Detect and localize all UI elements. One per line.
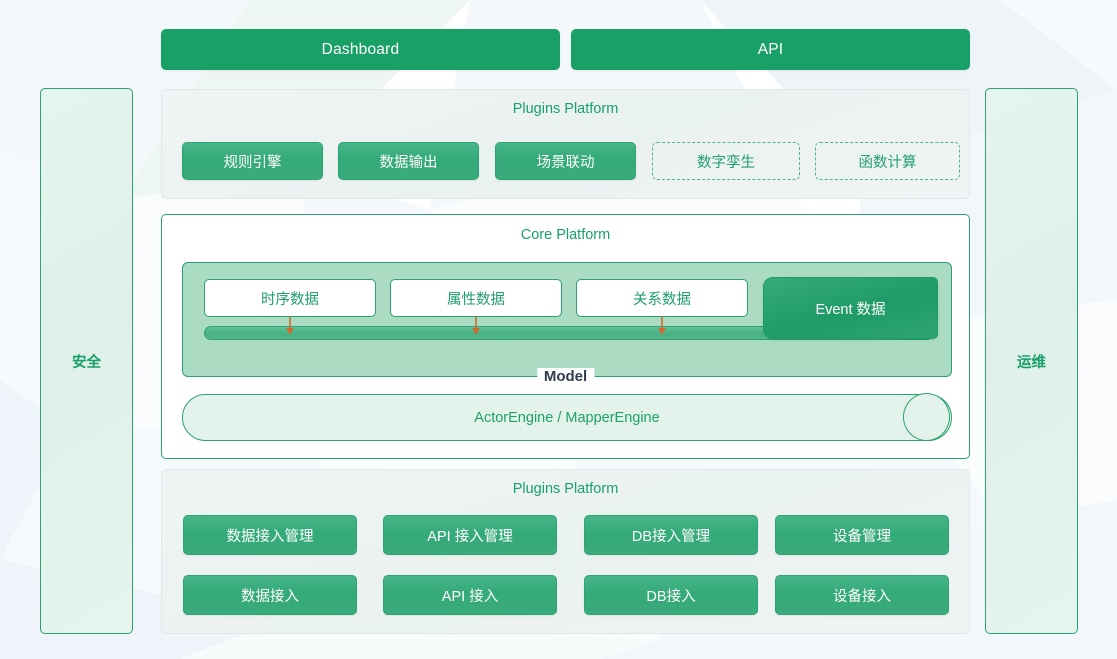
chip-function-compute[interactable]: 函数计算 [815, 142, 960, 180]
core-platform-title: Core Platform [520, 227, 611, 243]
operations-pillar-label: 运维 [1017, 354, 1046, 371]
chip-device-management[interactable]: 设备管理 [775, 515, 949, 555]
chip-db-access-management[interactable]: DB接入管理 [584, 515, 758, 555]
chip-digital-twin[interactable]: 数字孪生 [652, 142, 800, 180]
chip-rule-engine[interactable]: 规则引擎 [182, 142, 323, 180]
data-box-relation[interactable]: 关系数据 [576, 279, 748, 317]
plugins-platform-bottom-panel: Plugins Platform 数据接入管理 API 接入管理 DB接入管理 … [161, 469, 970, 634]
security-pillar-label: 安全 [72, 354, 101, 371]
chip-data-access[interactable]: 数据接入 [183, 575, 357, 615]
plugins-platform-top-panel: Plugins Platform 规则引擎 数据输出 场景联动 数字孪生 函数计… [161, 89, 970, 199]
plugins-platform-top-title: Plugins Platform [512, 101, 619, 117]
chip-data-access-management[interactable]: 数据接入管理 [183, 515, 357, 555]
plugins-platform-bottom-title: Plugins Platform [512, 481, 619, 497]
data-box-event[interactable]: Event 数据 [763, 277, 938, 339]
down-arrow-icon [472, 317, 480, 335]
data-box-attribute[interactable]: 属性数据 [390, 279, 562, 317]
chip-api-access[interactable]: API 接入 [383, 575, 557, 615]
security-pillar: 安全 [40, 88, 133, 634]
chip-scene-linkage[interactable]: 场景联动 [495, 142, 636, 180]
model-container: 时序数据 属性数据 关系数据 Event 数据 [182, 262, 952, 377]
engine-cylinder-cap [903, 393, 950, 441]
data-box-timeseries[interactable]: 时序数据 [204, 279, 376, 317]
chip-device-access[interactable]: 设备接入 [775, 575, 949, 615]
down-arrow-icon [658, 317, 666, 335]
api-button[interactable]: API [571, 29, 970, 70]
model-label: Model [536, 368, 595, 385]
chip-api-access-management[interactable]: API 接入管理 [383, 515, 557, 555]
chip-db-access[interactable]: DB接入 [584, 575, 758, 615]
chip-data-output[interactable]: 数据输出 [338, 142, 479, 180]
dashboard-button[interactable]: Dashboard [161, 29, 560, 70]
engine-label: ActorEngine / MapperEngine [474, 409, 660, 426]
down-arrow-icon [286, 317, 294, 335]
operations-pillar: 运维 [985, 88, 1078, 634]
engine-cylinder[interactable]: ActorEngine / MapperEngine [182, 393, 952, 441]
core-platform-panel: Core Platform 时序数据 属性数据 关系数据 Event 数据 Mo… [161, 214, 970, 459]
